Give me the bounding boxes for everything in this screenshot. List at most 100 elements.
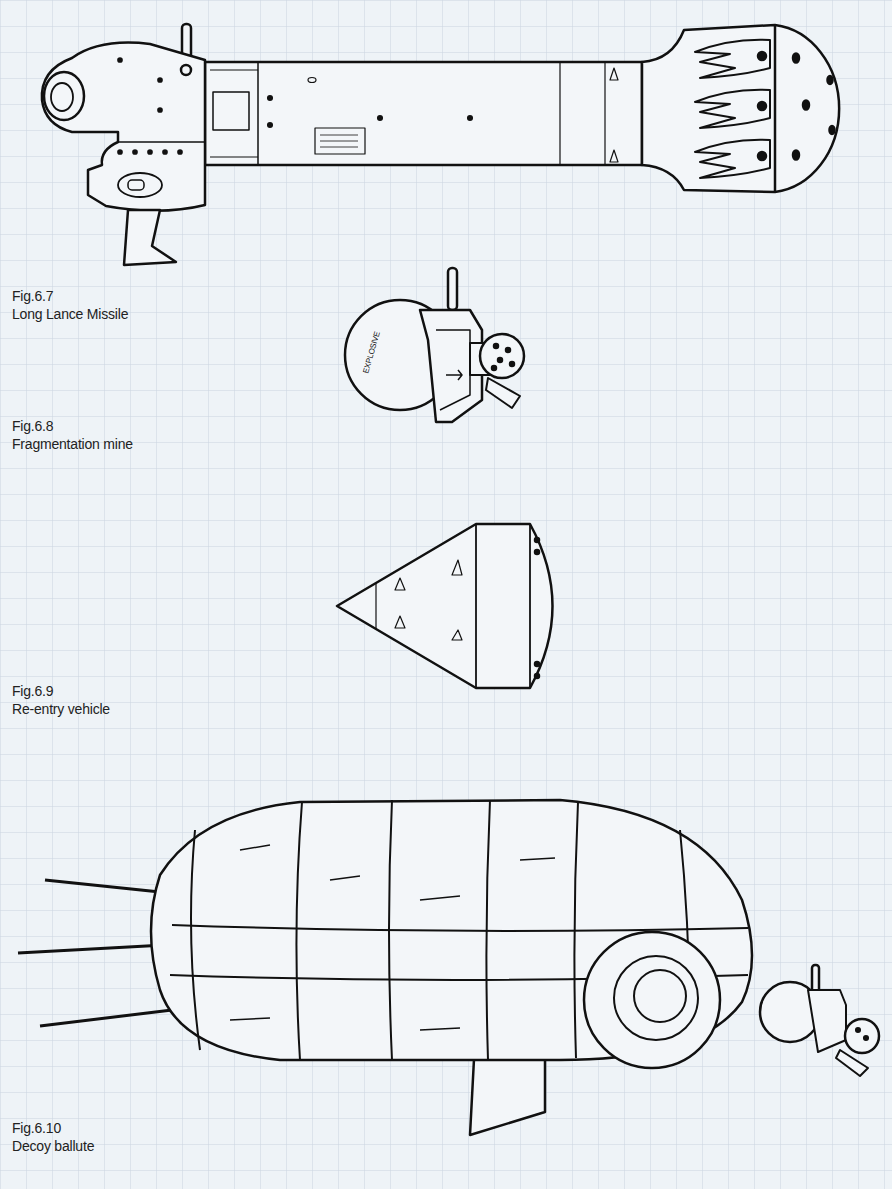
mine-drawing (345, 268, 524, 422)
ballute-drawing-part (856, 1028, 860, 1032)
missile-drawing-part (604, 62, 605, 165)
missile-drawing-part (758, 152, 766, 160)
missile-drawing-part (695, 140, 770, 178)
missile-drawing-part (213, 92, 249, 130)
missile-drawing-part (118, 150, 121, 153)
figure-number: Fig.6.7 (12, 288, 53, 305)
missile-drawing-part (181, 65, 191, 75)
reentry-vehicle-drawing-part (535, 674, 539, 678)
reentry-vehicle-drawing-part (535, 662, 539, 666)
missile-drawing-part (210, 69, 258, 70)
missile-drawing-part (268, 96, 272, 100)
missile-drawing-part (118, 58, 121, 61)
missile-drawing-part (124, 210, 176, 265)
mine-drawing-part (494, 344, 498, 348)
missile-drawing-part (158, 108, 161, 111)
figure-number: Fig.6.9 (12, 683, 53, 700)
missile-drawing-part (148, 150, 151, 153)
missile-drawing-part (793, 54, 799, 63)
figure-caption: Decoy ballute (12, 1138, 94, 1155)
ballute-drawing-part (40, 1010, 172, 1026)
mine-drawing-part (510, 362, 514, 366)
missile-drawing-part (559, 62, 560, 165)
missile-drawing-part (793, 151, 799, 160)
missile-drawing-part (44, 72, 84, 120)
missile-drawing-part (163, 150, 166, 153)
missile-drawing-part (210, 156, 258, 157)
missile-drawing-part (468, 116, 472, 120)
missile-drawing-part (118, 141, 205, 143)
missile-drawing-part (205, 62, 642, 165)
ballute-drawing-part (634, 970, 686, 1022)
reentry-vehicle-drawing-part (395, 616, 405, 628)
reentry-vehicle-drawing-part (452, 630, 462, 640)
missile-drawing-part (178, 150, 181, 153)
missile-drawing-part (610, 68, 618, 80)
missile-drawing-part (133, 150, 136, 153)
mine-drawing-part (492, 366, 496, 370)
missile-drawing-part (320, 147, 358, 148)
missile-drawing-part (758, 52, 766, 60)
missile-drawing-part (610, 150, 618, 162)
missile-drawing-part (695, 40, 770, 78)
missile-drawing-part (51, 83, 73, 111)
reentry-vehicle-drawing-part (529, 524, 531, 688)
figure-caption: Re-entry vehicle (12, 701, 110, 718)
ballute-drawing-part (808, 990, 846, 1052)
reentry-vehicle-drawing-part (452, 560, 462, 575)
missile-drawing-part (828, 76, 833, 84)
ballute-drawing-part (845, 1019, 879, 1053)
missile-drawing-part (758, 102, 766, 110)
ballute-drawing-part (230, 845, 555, 1030)
ballute-drawing-part (864, 1036, 868, 1040)
missile-drawing (42, 24, 839, 265)
missile-drawing-part (803, 101, 809, 110)
missile-drawing-part (774, 25, 777, 192)
figure-caption: Long Lance Missile (12, 306, 128, 323)
figure-number: Fig.6.10 (12, 1120, 61, 1137)
mine-drawing-part (486, 378, 520, 408)
reentry-vehicle-drawing-part (475, 524, 477, 688)
ballute-drawing-part (191, 830, 200, 1050)
ballute-drawing-part (614, 956, 698, 1040)
reentry-vehicle-drawing-part (375, 583, 376, 629)
ballute-drawing-part (151, 800, 752, 1060)
mine-drawing-part (480, 334, 524, 378)
missile-drawing-part (158, 78, 161, 81)
ballute-drawing-part (172, 925, 748, 931)
missile-drawing-part (642, 25, 839, 192)
missile-drawing-part (308, 78, 316, 83)
mine-drawing-part (436, 330, 470, 410)
ballute-drawing-part (836, 1050, 868, 1076)
ballute-drawing-part (18, 945, 165, 953)
missile-drawing-part (320, 141, 358, 142)
ballute-drawing-part (296, 802, 302, 1060)
missile-drawing-part (320, 135, 358, 136)
missile-drawing-part (268, 123, 272, 127)
missile-drawing-part (257, 62, 259, 165)
missile-drawing-part (830, 126, 835, 134)
missile-drawing-part (695, 90, 770, 128)
figure-number: Fig.6.8 (12, 418, 53, 435)
ballute-drawing-part (45, 880, 160, 892)
mine-drawing-part (498, 358, 502, 362)
reentry-vehicle-drawing-part (535, 550, 539, 554)
figure-caption: Fragmentation mine (12, 436, 133, 453)
reentry-vehicle-drawing (337, 524, 553, 688)
reentry-vehicle-drawing-part (337, 524, 553, 688)
missile-drawing-part (128, 180, 144, 190)
missile-drawing-part (315, 128, 365, 154)
missile-drawing-part (378, 116, 382, 120)
mine-drawing-part (448, 268, 457, 310)
mine-drawing-part (446, 370, 462, 380)
ballute-drawing-part (584, 932, 720, 1068)
ballute-drawing (18, 800, 879, 1135)
reentry-vehicle-drawing-part (395, 578, 405, 590)
missile-drawing-part (118, 173, 162, 197)
reentry-vehicle-drawing-part (535, 538, 539, 542)
part-marking: EXPLOSIVE (362, 330, 383, 374)
